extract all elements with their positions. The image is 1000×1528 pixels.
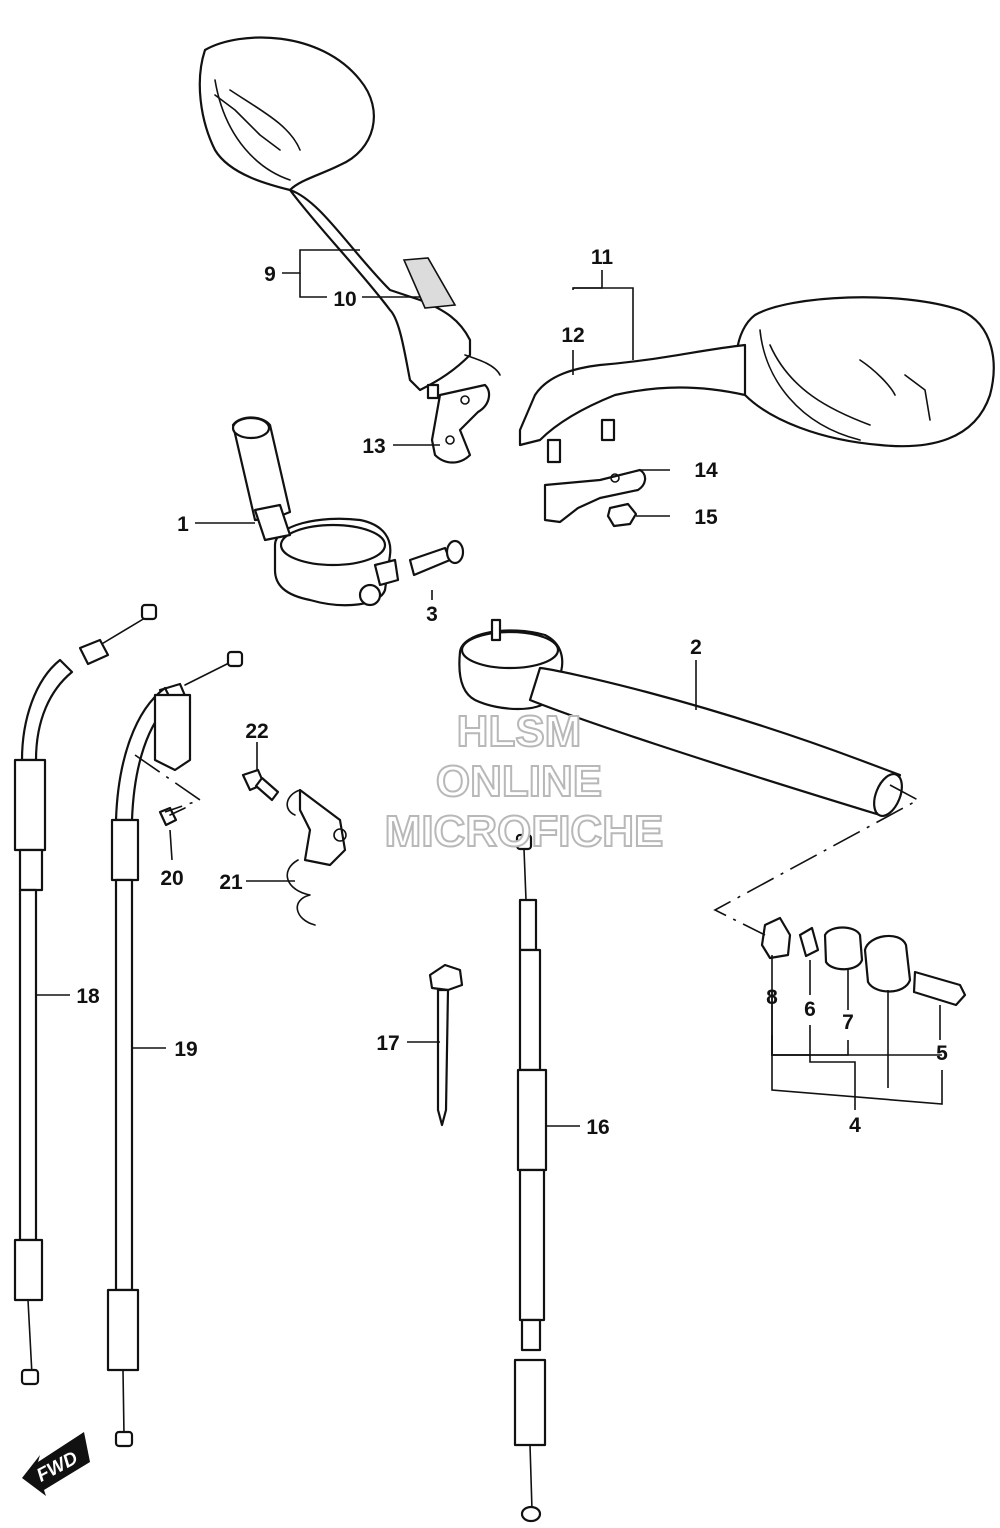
throttle-cable-18[interactable] bbox=[13, 603, 158, 1386]
clutch-cable-16[interactable] bbox=[513, 833, 548, 1523]
fwd-arrow-icon bbox=[22, 1432, 90, 1496]
cable-clamp-21[interactable] bbox=[286, 788, 347, 926]
screw-20[interactable] bbox=[158, 806, 186, 827]
callout-19[interactable]: 19 bbox=[174, 1038, 197, 1061]
callout-18[interactable]: 18 bbox=[76, 985, 100, 1008]
watermark: HLSM ONLINE MICROFICHE bbox=[384, 706, 665, 857]
watermark-line-3: MICROFICHE bbox=[385, 807, 664, 856]
callout-5[interactable]: 5 bbox=[936, 1042, 948, 1065]
callout-21[interactable]: 21 bbox=[219, 871, 243, 894]
callout-2[interactable]: 2 bbox=[690, 636, 702, 659]
flange-nut-15[interactable] bbox=[606, 502, 638, 528]
callout-1[interactable]: 1 bbox=[177, 513, 189, 536]
leader-lines bbox=[36, 249, 943, 1127]
left-mirror[interactable] bbox=[198, 36, 501, 400]
callout-11[interactable]: 11 bbox=[591, 246, 614, 269]
callout-6[interactable]: 6 bbox=[804, 998, 816, 1021]
handlebar-left[interactable] bbox=[231, 416, 400, 607]
mirror-bracket-left[interactable] bbox=[430, 383, 491, 464]
cable-tie-17[interactable] bbox=[428, 963, 464, 1127]
callout-22[interactable]: 22 bbox=[245, 720, 268, 743]
callouts: 1 2 3 4 5 6 7 8 9 10 11 12 13 14 15 16 1… bbox=[76, 246, 948, 1139]
callout-7[interactable]: 7 bbox=[842, 1011, 854, 1034]
throttle-cable-19[interactable] bbox=[106, 650, 244, 1448]
callout-12[interactable]: 12 bbox=[561, 324, 584, 347]
callout-15[interactable]: 15 bbox=[694, 506, 718, 529]
callout-20[interactable]: 20 bbox=[160, 867, 183, 890]
watermark-line-2: ONLINE bbox=[436, 757, 602, 806]
right-mirror[interactable] bbox=[518, 296, 995, 464]
callout-3[interactable]: 3 bbox=[426, 603, 438, 626]
callout-14[interactable]: 14 bbox=[694, 459, 718, 482]
bolt-3[interactable] bbox=[408, 539, 465, 577]
watermark-line-1: HLSM bbox=[457, 707, 582, 756]
callout-10[interactable]: 10 bbox=[333, 288, 356, 311]
callout-13[interactable]: 13 bbox=[362, 435, 385, 458]
fwd-direction-badge: FWD bbox=[22, 1432, 90, 1496]
callout-17[interactable]: 17 bbox=[376, 1032, 399, 1055]
callout-9[interactable]: 9 bbox=[264, 263, 276, 286]
callout-4[interactable]: 4 bbox=[849, 1114, 861, 1137]
alignment-lines bbox=[134, 754, 920, 936]
callout-8[interactable]: 8 bbox=[766, 986, 778, 1009]
handlebar-right[interactable] bbox=[458, 618, 907, 820]
bar-end-balancer-assembly[interactable] bbox=[760, 916, 967, 1007]
callout-16[interactable]: 16 bbox=[586, 1116, 609, 1139]
bolt-22[interactable] bbox=[241, 768, 280, 802]
